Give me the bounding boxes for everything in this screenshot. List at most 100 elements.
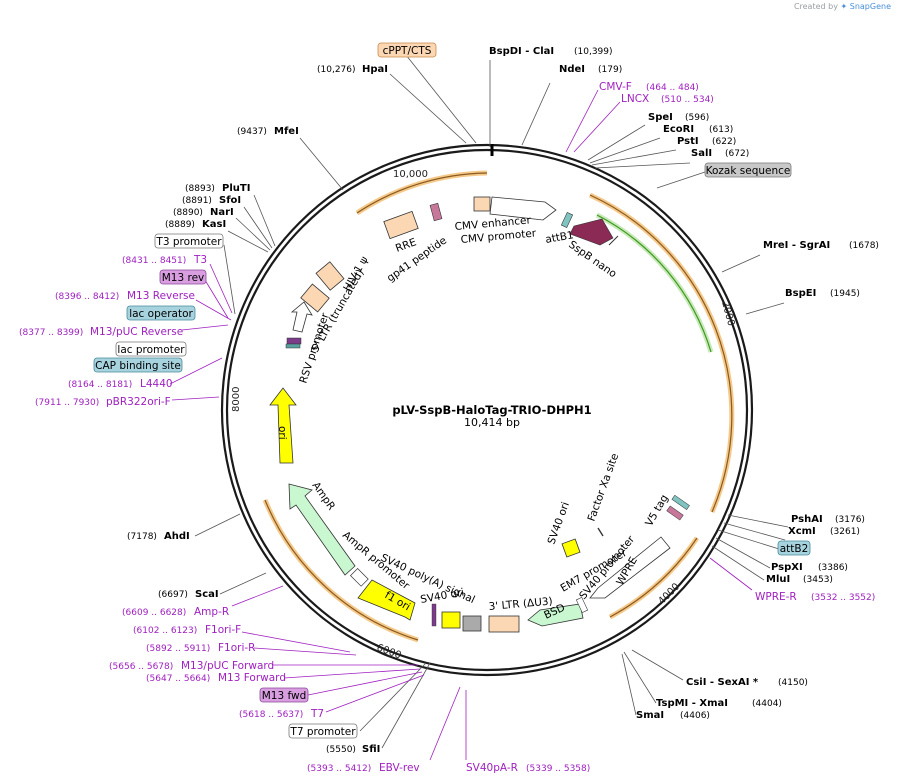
cppt-label: cPPT/CTS <box>383 45 432 57</box>
m13-rev-label: M13 rev <box>162 272 205 284</box>
credit-brand: SnapGene <box>849 2 891 11</box>
line-f1ori-f <box>241 631 351 653</box>
line-t3-promoter <box>223 244 236 315</box>
enzyme-ahdi-pos: (7178) <box>127 532 157 542</box>
primer-lncx-pos: (510 .. 534) <box>661 95 714 105</box>
enzyme-csii-name: CsiI - SexAI * <box>686 677 759 688</box>
primer-t3-name: T3 <box>193 254 207 266</box>
enzyme-clai-pos: (10,399) <box>574 47 613 57</box>
enzyme-bspei-name: BspEI <box>785 288 816 299</box>
line-bspei <box>745 302 785 315</box>
label-factor-xa: Factor Xa site <box>586 452 622 523</box>
label-sspb-nano: SspB nano <box>566 239 618 281</box>
line-psti <box>591 149 677 166</box>
enzyme-csii-pos: (4150) <box>778 678 808 688</box>
primer-lncx-name: LNCX <box>621 93 649 105</box>
enzyme-pshai-name: PshAI <box>791 514 823 525</box>
line-smai <box>621 653 637 716</box>
lac-promoter-label: lac promoter <box>117 344 185 356</box>
boxed-labels: cPPT/CTS Kozak sequence T3 promoter M13 … <box>93 42 811 739</box>
label-sv40-ori-bottom: SV40 ori <box>419 586 465 605</box>
enzyme-mrei-pos: (1678) <box>849 241 879 251</box>
primer-cmv-f-pos: (464 .. 484) <box>646 83 699 93</box>
enzyme-psti-name: PstI <box>677 136 699 147</box>
line-ecori <box>589 137 661 164</box>
line-m13-puc-reverse <box>181 324 229 331</box>
ampr-promoter-box <box>350 568 369 587</box>
line-ndei <box>521 82 551 146</box>
t7-promoter-label: T7 promoter <box>289 726 356 738</box>
primer-amp-r-pos: (6609 .. 6628) <box>122 608 186 618</box>
label-attb1: attB1 <box>544 229 574 246</box>
enzyme-smai-name: SmaI <box>636 710 664 721</box>
line-amp-r <box>231 585 284 607</box>
enzyme-mlui-pos: (3453) <box>803 575 833 585</box>
line-cppt <box>405 54 477 144</box>
cppt-box <box>377 42 437 58</box>
leader-lines <box>194 54 789 749</box>
line-attb2 <box>717 529 780 550</box>
attb2-label: attB2 <box>780 543 809 555</box>
line-m13-forward <box>283 668 421 679</box>
feature-box-ltr-top <box>473 196 491 212</box>
enzyme-xcmi-pos: (3261) <box>830 527 860 537</box>
sv40-ori-box <box>441 611 461 629</box>
label-ori: ori <box>276 426 288 440</box>
tick-2000: 2000 <box>719 300 736 327</box>
enzyme-clai-name: BspDI - ClaI <box>489 46 554 57</box>
primer-labels: CMV-F (464 .. 484) LNCX (510 .. 534) (84… <box>19 81 875 774</box>
tick-10000: 10,000 <box>393 169 428 180</box>
snapgene-logo-icon: ✦ <box>840 2 848 11</box>
ltr5-box <box>300 283 330 313</box>
enzyme-spei-pos: (596) <box>685 113 709 123</box>
primer-m13-reverse-name: M13 Reverse <box>127 290 195 302</box>
line-t7-promoter <box>359 662 427 732</box>
enzyme-hpai-name: HpaI <box>362 64 388 75</box>
primer-m13-reverse-pos: (8396 .. 8412) <box>55 292 119 302</box>
line-sali <box>594 162 691 169</box>
line-kasi <box>227 230 269 253</box>
primer-m13-puc-reverse-name: M13/pUC Reverse <box>90 326 183 338</box>
primer-f1ori-r-name: F1ori-R <box>218 642 255 654</box>
enzyme-sfoi-pos: (8891) <box>182 196 212 206</box>
line-scai <box>219 572 267 595</box>
line-t7 <box>325 674 425 713</box>
line-cmv-f <box>565 89 599 153</box>
line-wpre-r <box>709 557 753 591</box>
primer-t7-pos: (5618 .. 5637) <box>239 710 303 720</box>
v5-tag-box <box>666 505 684 521</box>
enzyme-ndei-pos: (179) <box>598 65 622 75</box>
tick-6000: 6000 <box>375 642 403 661</box>
line-sfii <box>381 662 431 749</box>
primer-f1ori-f-pos: (6102 .. 6123) <box>133 626 197 636</box>
enzyme-sfoi-name: SfoI <box>219 195 241 206</box>
line-mrei <box>721 254 761 273</box>
gp41-box <box>429 202 443 222</box>
enzyme-mrei-name: MreI - SgrAI <box>763 240 830 251</box>
primer-ebv-rev-name: EBV-rev <box>379 762 420 774</box>
line-l4440 <box>169 357 223 385</box>
sv40-polya-mark <box>431 603 437 627</box>
enzyme-mfei-pos: (9437) <box>237 127 267 137</box>
enzyme-ndei-name: NdeI <box>559 64 585 75</box>
enzyme-nari-name: NarI <box>210 207 234 218</box>
sspb-end-mark <box>608 235 619 246</box>
enzyme-smai-pos: (4406) <box>680 711 710 721</box>
rsv-mark-teal <box>285 343 301 349</box>
ori-arrow <box>269 387 297 464</box>
line-t3 <box>209 263 233 314</box>
line-csii <box>631 649 684 681</box>
sspb-nano-arrow <box>569 218 614 246</box>
credit-prefix: Created by <box>793 2 838 11</box>
enzyme-pluti-name: PluTI <box>222 183 250 194</box>
f1-ori-arrow <box>357 579 416 621</box>
line-ebv-rev <box>429 686 461 761</box>
enzyme-pluti-pos: (8893) <box>185 184 215 194</box>
enzyme-sali-pos: (672) <box>725 149 749 159</box>
line-hpai <box>389 73 467 144</box>
enzyme-tspmi-name: TspMI - XmaI <box>656 698 728 709</box>
green-arc-line <box>596 214 712 353</box>
orange-arc-top-line <box>356 172 488 214</box>
label-gp41: gp41 peptide <box>385 234 449 284</box>
line-pbr322 <box>171 396 220 401</box>
